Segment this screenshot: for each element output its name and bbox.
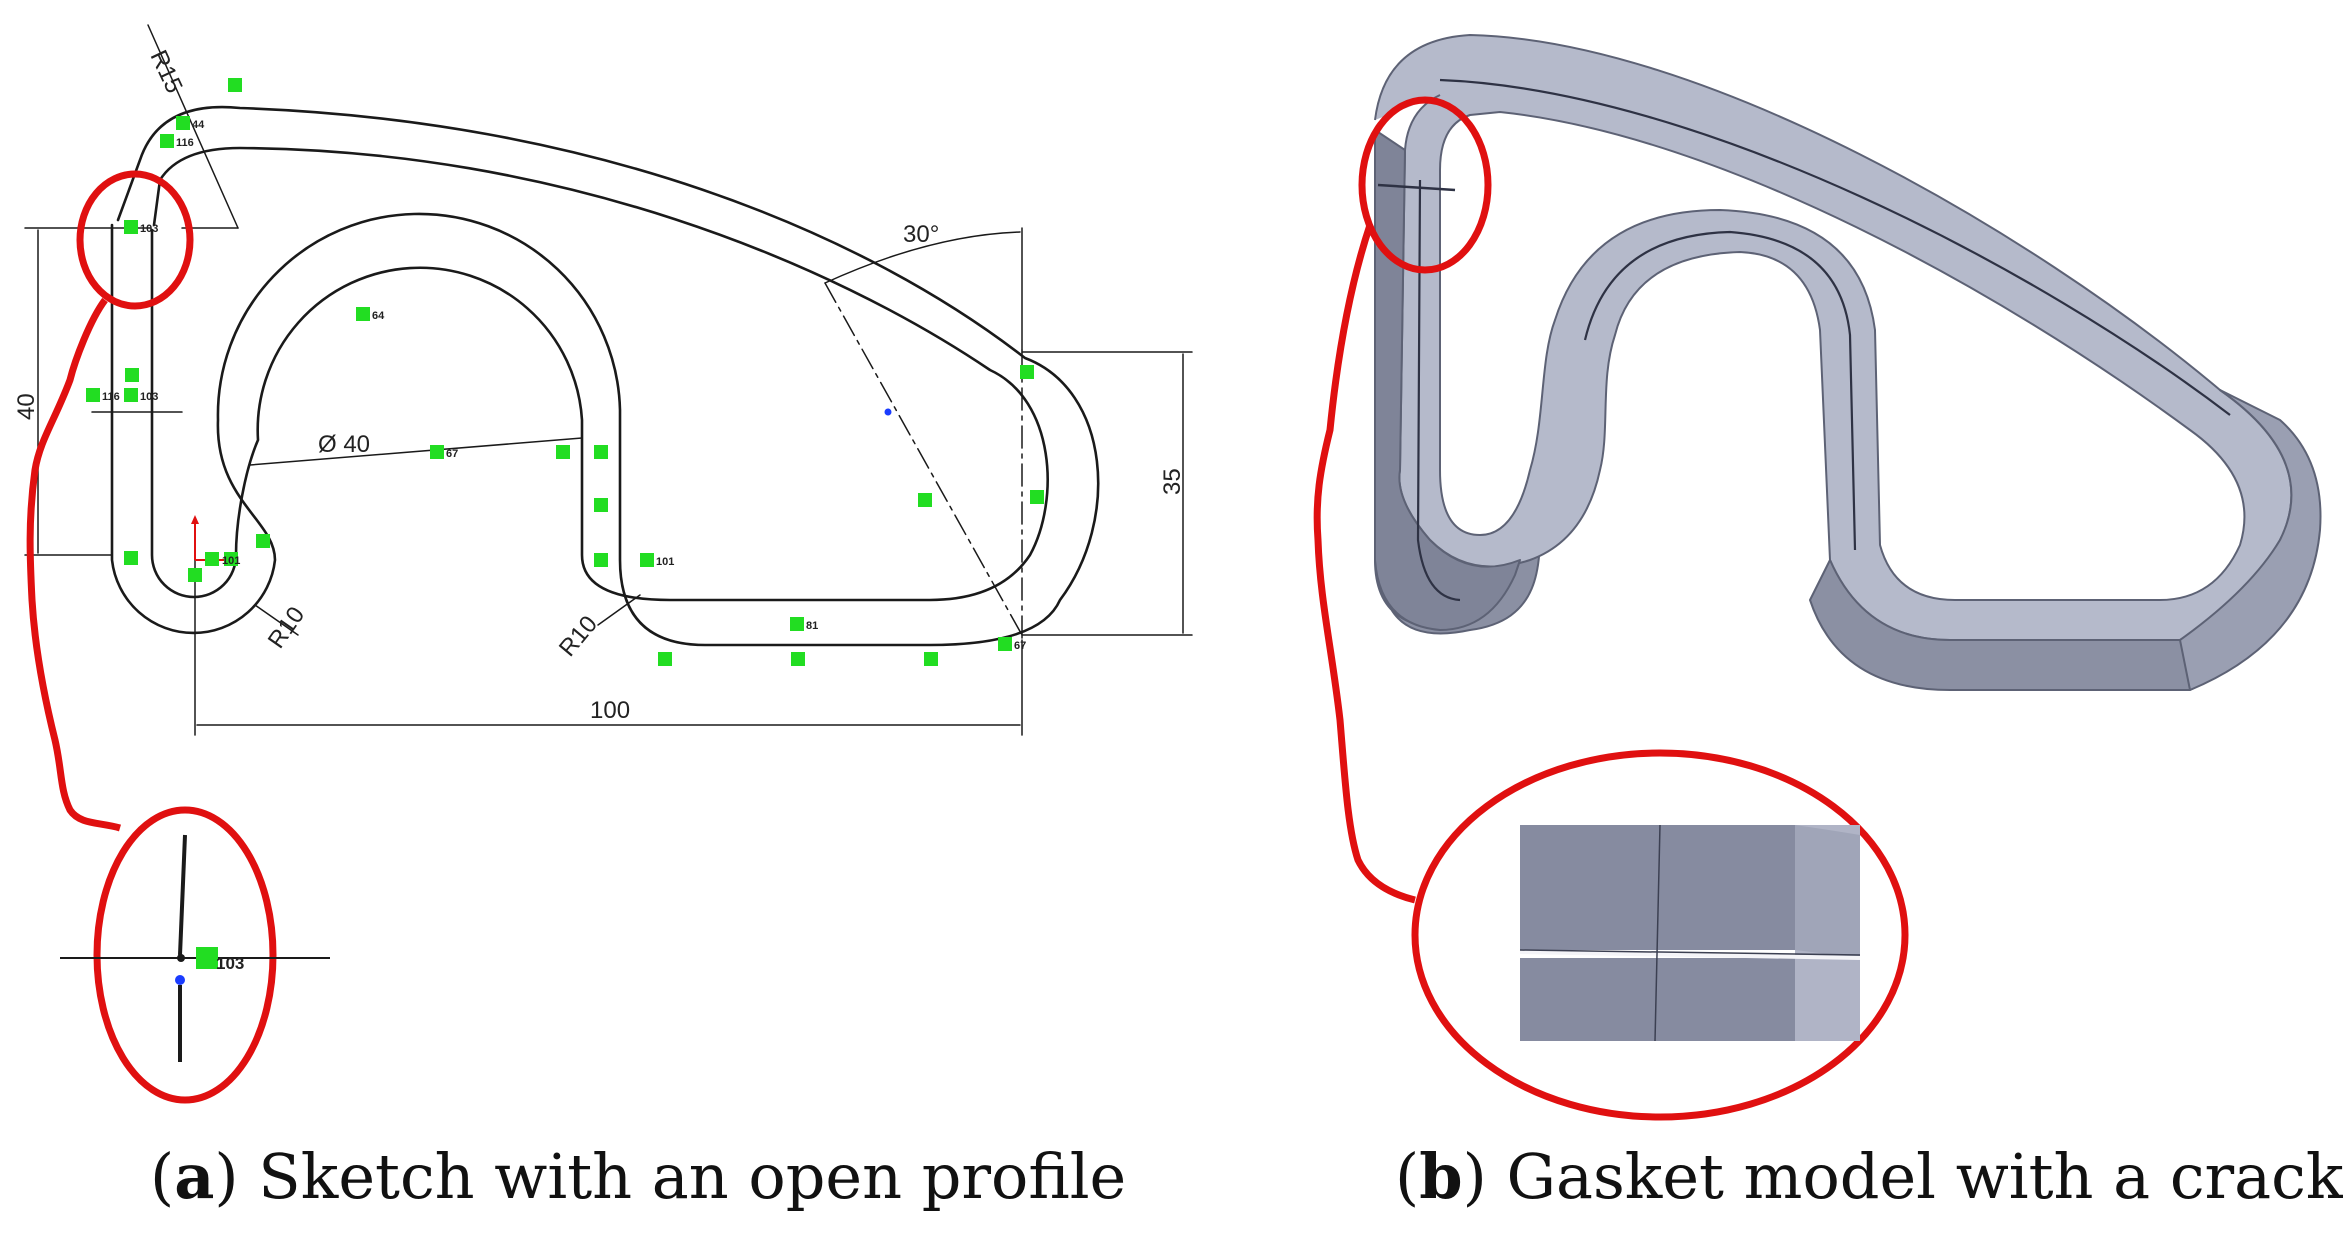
gasket-ridge-line [1416,179,1461,602]
relation-marker [791,652,805,666]
relation-marker [205,552,219,566]
relation-marker [998,637,1012,651]
caption-b-letter: b [1419,1140,1463,1213]
relation-marker [228,78,242,92]
relation-marker [176,116,190,130]
gasket-callout-line [1313,223,1416,904]
caption-b-text: Gasket model with a crack [1506,1140,2343,1213]
caption-a: (a) Sketch with an open profile [150,1140,1127,1213]
dim-30deg-label: 30° [903,221,939,248]
gasket-callout [1313,96,1909,1121]
r15-leader [147,24,239,229]
dim-100-label: 100 [590,697,630,724]
sketch-zoom-detail: 103 [60,834,330,1062]
origin-axes [191,408,892,561]
construction-line [824,282,1023,636]
relation-marker [918,493,932,507]
gasket-zoom-circle [1411,749,1909,1121]
dim-r10-left-label: R10 [263,602,310,654]
sketch-highlight-circle [76,170,194,310]
relation-marker [125,368,139,382]
relation-label-81: 81 [806,620,818,632]
relation-label-64: 64 [372,310,385,322]
relation-marker [924,652,938,666]
relation-marker [1020,365,1034,379]
relation-marker [256,534,270,548]
caption-a-letter: a [174,1140,215,1213]
relation-marker [124,388,138,402]
gasket-front-face-right [2179,389,2322,691]
relation-marker [124,551,138,565]
relation-marker [556,445,570,459]
relation-marker [188,568,202,582]
sketch-inner-profile [150,146,1049,602]
relation-label-group: 44 116 103 116 103 64 67 101 101 81 67 [102,119,1026,652]
sketch-outer-profile [110,105,1100,647]
caption-a-text: Sketch with an open profile [258,1140,1127,1213]
relation-marker [430,445,444,459]
relation-marker [640,553,654,567]
relation-marker [594,445,608,459]
relation-marker [790,617,804,631]
relation-marker [1030,490,1044,504]
relation-label-103: 103 [140,223,158,235]
relation-marker [160,134,174,148]
angle30-arc [824,231,1021,284]
gasket-model [1374,34,2322,691]
dim-r10-mid-label: R10 [554,611,603,662]
dim-r15-label: R15 [145,46,188,97]
relation-marker [224,552,238,566]
relation-marker [356,307,370,321]
zoom-relation-label-103: 103 [216,954,244,973]
relation-label-101b: 101 [656,556,674,568]
dia40-line [249,437,583,466]
caption-b: (b) Gasket model with a crack [1395,1140,2343,1213]
gasket-crack-line [1377,183,1456,192]
relation-marker [124,220,138,234]
gasket-ridge-line-outer [1439,78,2231,416]
dim-35-label: 35 [1159,468,1186,495]
gasket-inner-hole [1439,111,2246,601]
gasket-highlight-circle [1358,96,1492,274]
relation-label-103b: 103 [140,391,158,403]
gasket-ridge-line-inner [1583,230,1857,551]
sketch-panel [24,24,1193,736]
relation-label-116b: 116 [102,391,120,403]
relation-label-67: 67 [446,448,458,460]
dim-dia40-label: Ø 40 [318,431,370,458]
gasket-zoom-detail [1519,824,1861,1042]
r10-left-leader [254,604,299,636]
relation-label-44: 44 [192,119,205,131]
relation-marker [594,553,608,567]
sketch-zoom-circle [93,806,277,1104]
relation-label-101a: 101 [222,555,240,567]
relation-label-116: 116 [176,137,194,149]
r10-mid-leader [597,594,641,626]
relation-label-67b: 67 [1014,640,1026,652]
relation-marker [658,652,672,666]
dim-40-label: 40 [13,393,40,420]
sketch-callout-line [26,297,122,832]
relation-marker [86,388,100,402]
relation-marker [594,498,608,512]
relation-markers [86,78,1044,666]
sketch-callout [26,170,277,1104]
gasket-front-face-left [1374,129,1521,631]
